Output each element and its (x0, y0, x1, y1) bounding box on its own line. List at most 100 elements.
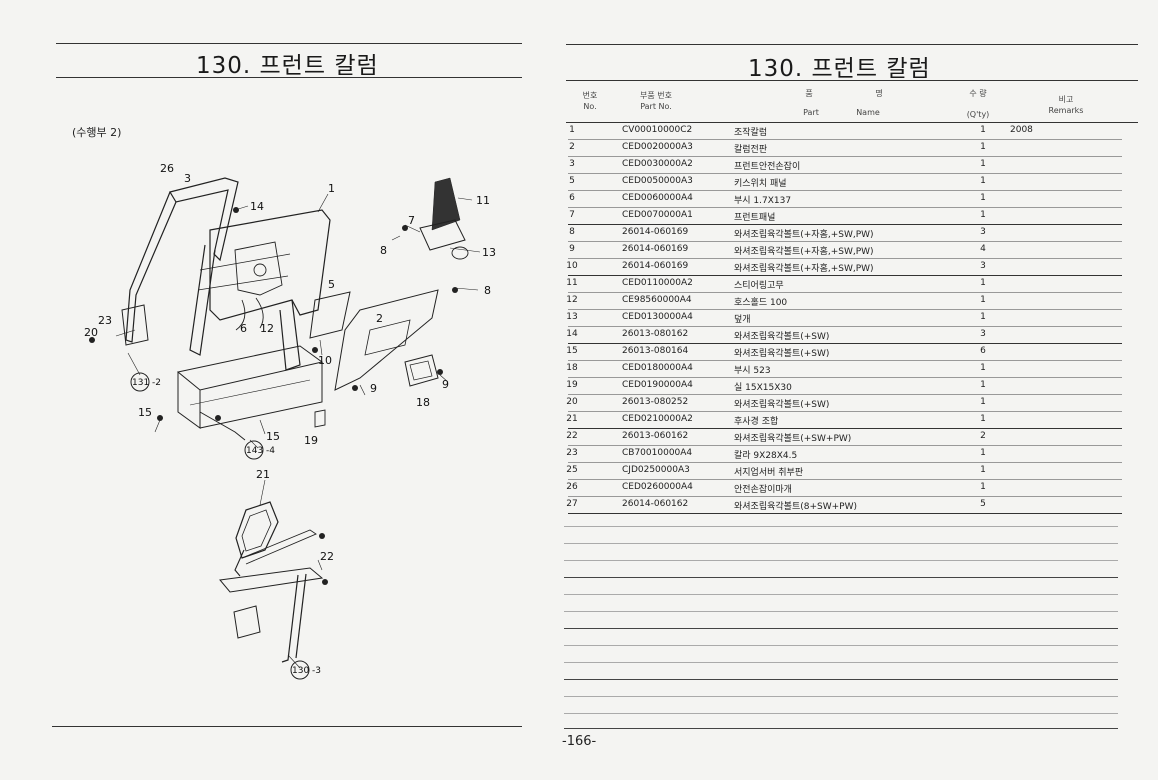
row-no: 26 (566, 482, 578, 492)
header-name-kr-1: 품 (805, 89, 813, 98)
top-rule (56, 43, 522, 44)
row-part-name: 와셔조립육각볼트(+SW+PW) (734, 434, 852, 444)
row-part-no: 26014-060169 (622, 227, 689, 237)
row-qty: 1 (980, 414, 986, 424)
row-part-no: CED0020000A3 (622, 142, 693, 152)
callout-13: 13 (482, 246, 496, 259)
row-qty: 3 (980, 261, 986, 271)
table-row: 9 26014-060169 와셔조립육각볼트(+자홈,+SW,PW) 4 (548, 242, 1158, 259)
row-qty: 3 (980, 329, 986, 339)
row-part-no: 26013-080164 (622, 346, 689, 356)
row-part-name: 부시 523 (734, 366, 771, 376)
row-part-name: 와셔조립육각볼트(+자홈,+SW,PW) (734, 247, 874, 257)
row-part-no: CJD0250000A3 (622, 465, 690, 475)
row-part-no: CED0260000A4 (622, 482, 693, 492)
row-qty: 1 (980, 159, 986, 169)
row-part-no: 26014-060169 (622, 244, 689, 254)
row-part-no: CE98560000A4 (622, 295, 692, 305)
row-part-no: 26013-080252 (622, 397, 689, 407)
row-part-no: CED0050000A3 (622, 176, 693, 186)
row-part-no: CED0130000A4 (622, 312, 693, 322)
ref-131: 131 (132, 378, 149, 388)
callout-12: 12 (260, 322, 274, 335)
row-part-no: 26014-060169 (622, 261, 689, 271)
callout-21: 21 (256, 468, 270, 481)
callout-18: 18 (416, 396, 430, 409)
row-part-no: CV00010000C2 (622, 125, 693, 135)
row-part-no: 26013-060162 (622, 431, 689, 441)
callout-20: 20 (84, 326, 98, 339)
row-part-no: CB70010000A4 (622, 448, 693, 458)
callout-2: 2 (376, 312, 383, 325)
callout-11: 11 (476, 194, 490, 207)
callout-3: 3 (184, 172, 191, 185)
callout-8a: 8 (380, 244, 387, 257)
section-label: (수행부 2) (72, 126, 122, 139)
callout-6: 6 (240, 322, 247, 335)
header-name-en-2: Name (856, 108, 880, 117)
row-part-name: 칼라 9X28X4.5 (734, 451, 798, 461)
callout-10: 10 (318, 354, 332, 367)
page-title: 130. 프런트 칼럼 (748, 56, 931, 82)
column-upper-panel (209, 209, 331, 321)
header-part-no: 부품 번호 Part No. (640, 91, 672, 111)
row-qty: 1 (980, 465, 986, 475)
row-no: 9 (569, 244, 575, 254)
callout-26: 26 (160, 162, 174, 175)
callout-22: 22 (320, 550, 334, 563)
row-no: 20 (566, 397, 578, 407)
row-qty: 1 (980, 278, 986, 288)
row-no: 13 (566, 312, 578, 322)
row-no: 8 (569, 227, 575, 237)
ref-143-suffix: -4 (266, 446, 275, 456)
row-part-name: 칼럼전판 (734, 145, 768, 155)
row-no: 10 (566, 261, 578, 271)
header-name-en-1: Part (803, 108, 819, 117)
table-row: 23 CB70010000A4 칼라 9X28X4.5 1 (548, 446, 1158, 463)
callout-19: 19 (304, 434, 318, 447)
row-part-name: 와셔조립육각볼트(+SW) (734, 332, 830, 342)
row-no: 23 (566, 448, 578, 458)
row-qty: 4 (980, 244, 986, 254)
row-part-name: 프런트안전손잡이 (734, 162, 801, 172)
column-left-leg (189, 244, 216, 356)
row-part-name: 조작칼럼 (734, 128, 768, 138)
ref-130: 130 (292, 666, 309, 676)
row-qty: 1 (980, 448, 986, 458)
left-page: 130. 프런트 칼럼 (수행부 2) (0, 0, 540, 780)
row-remarks: 2008 (1010, 125, 1033, 135)
row-no: 11 (566, 278, 578, 288)
row-part-no: 26014-060162 (622, 499, 689, 509)
callout-5: 5 (328, 278, 335, 291)
page-title: 130. 프런트 칼럼 (196, 53, 379, 79)
row-qty: 1 (980, 363, 986, 373)
row-no: 7 (569, 210, 575, 220)
ref-130-suffix: -3 (312, 666, 321, 676)
row-part-name: 부시 1.7X137 (734, 196, 792, 206)
column-right-leg (279, 299, 301, 371)
row-part-name: 키스위치 패널 (734, 179, 787, 189)
row-qty: 1 (980, 312, 986, 322)
row-part-no: CED0030000A2 (622, 159, 693, 169)
row-no: 19 (566, 380, 578, 390)
header-rule (566, 122, 1138, 123)
row-no: 22 (566, 431, 578, 441)
header-name-kr-2: 명 (875, 89, 883, 98)
safety-handle-shape (169, 177, 239, 262)
callout-15a: 15 (138, 406, 152, 419)
row-part-no: 26013-080162 (622, 329, 689, 339)
row-no: 15 (566, 346, 578, 356)
row-qty: 1 (980, 295, 986, 305)
row-part-no: CED0210000A2 (622, 414, 693, 424)
row-no: 12 (566, 295, 578, 305)
